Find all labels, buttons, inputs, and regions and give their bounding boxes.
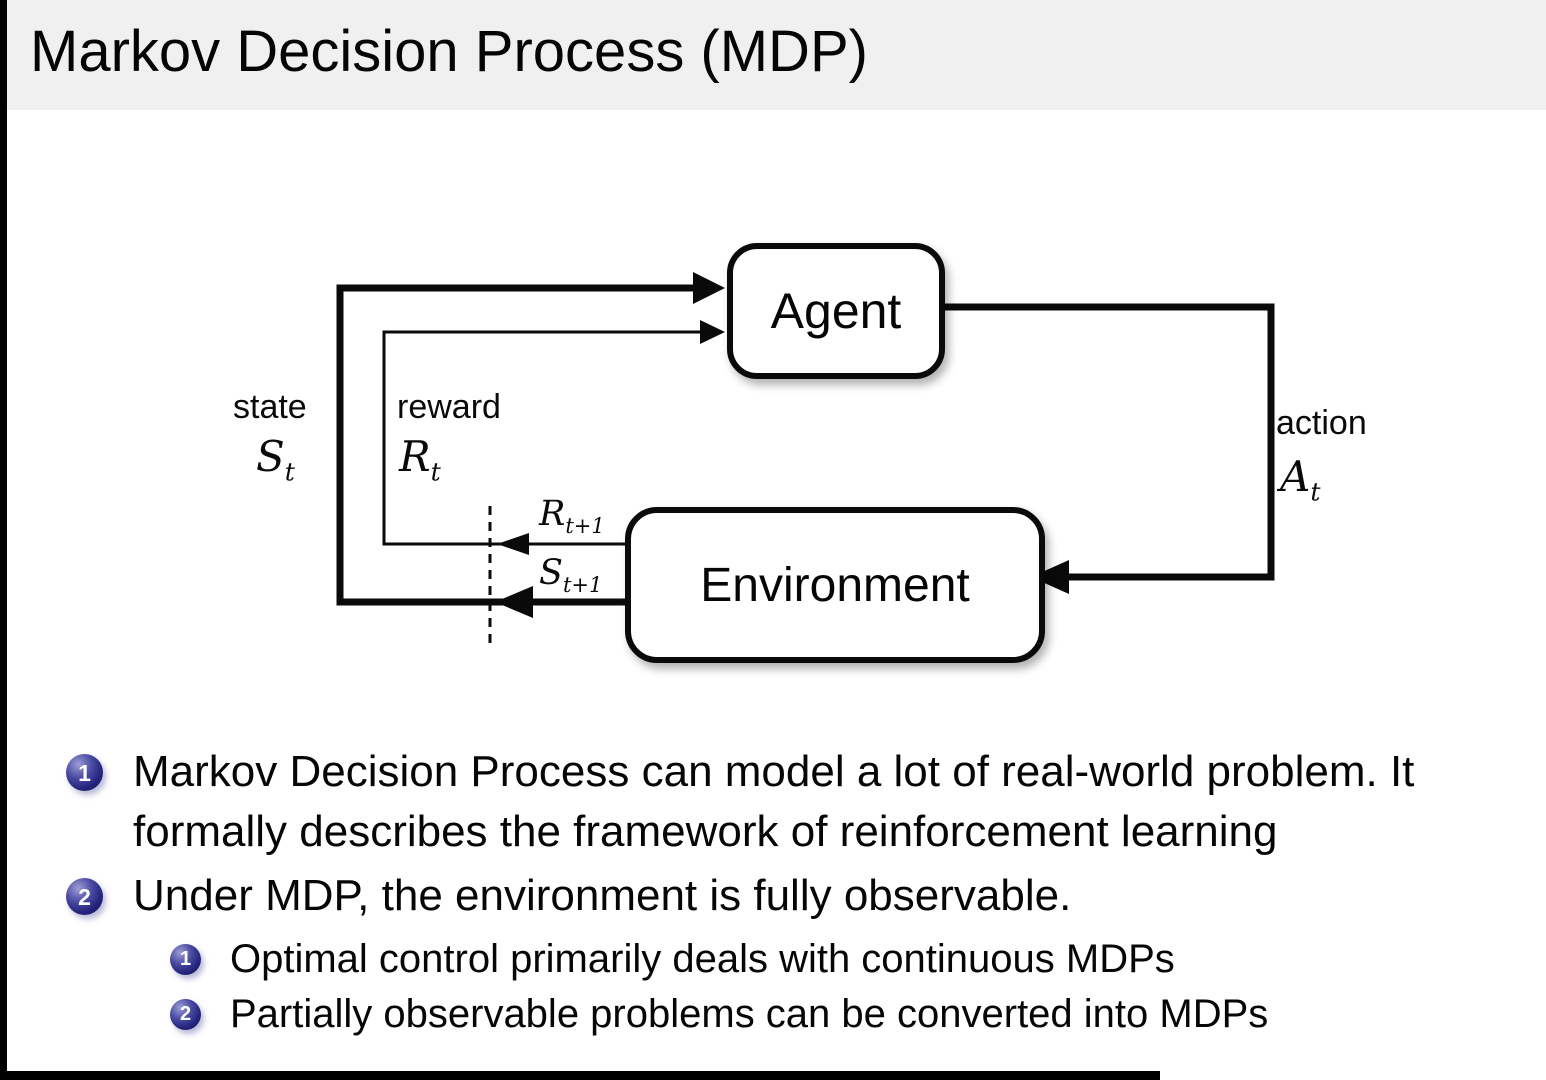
next-state-arrowhead (495, 586, 533, 618)
state-label: state (233, 388, 307, 426)
bullet-text: Markov Decision Process can model a lot … (133, 747, 1415, 856)
sub-bullet-list: 1 Optimal control primarily deals with c… (66, 932, 1516, 1042)
bullet-text: Under MDP, the environment is fully obse… (133, 871, 1072, 920)
next-reward-symbol-letter: R (539, 494, 566, 534)
sub-bullet-item: 1 Optimal control primarily deals with c… (170, 932, 1516, 987)
action-symbol-letter: A (1280, 452, 1311, 501)
next-state-symbol-letter: S (539, 553, 563, 593)
state-symbol-letter: S (256, 432, 285, 481)
action-symbol-subscript: t (1310, 477, 1321, 507)
reward-symbol-subscript: t (430, 457, 441, 487)
action-symbol: At (1280, 452, 1320, 506)
agent-label: Agent (770, 283, 902, 339)
sub-bullet-number-ball: 1 (170, 944, 201, 975)
slide-title: Markov Decision Process (MDP) (30, 19, 868, 84)
title-bar (0, 0, 1546, 110)
reward-arrowhead-into-agent (700, 320, 725, 344)
reward-label: reward (397, 388, 501, 426)
next-state-symbol-subscript: t+1 (562, 573, 603, 597)
sub-bullet-number-ball: 2 (170, 999, 201, 1030)
environment-box: Environment (625, 507, 1045, 663)
sub-bullet-text: Optimal control primarily deals with con… (230, 937, 1175, 981)
bullet-number-ball: 2 (66, 878, 103, 915)
agent-box: Agent (727, 243, 945, 379)
action-label: action (1276, 404, 1367, 442)
reward-symbol: Rt (399, 432, 441, 486)
next-reward-symbol-subscript: t+1 (565, 514, 605, 538)
state-symbol: St (256, 432, 295, 486)
reward-symbol-letter: R (399, 432, 431, 481)
sub-bullet-item: 2 Partially observable problems can be c… (170, 987, 1516, 1042)
environment-label: Environment (700, 558, 970, 612)
sub-bullet-text: Partially observable problems can be con… (230, 992, 1269, 1036)
bullet-list: 1 Markov Decision Process can model a lo… (66, 742, 1516, 1042)
next-reward-arrowhead (497, 533, 529, 555)
state-symbol-subscript: t (284, 457, 295, 487)
bullet-item: 1 Markov Decision Process can model a lo… (66, 742, 1516, 862)
state-arrowhead-into-agent (693, 272, 725, 304)
screen-bottom-black-edge (0, 1071, 1160, 1080)
bullet-item: 2 Under MDP, the environment is fully ob… (66, 866, 1516, 926)
bullet-number-ball: 1 (66, 754, 103, 791)
next-state-symbol: St+1 (539, 553, 602, 597)
screen-left-black-edge (0, 0, 7, 1080)
next-reward-symbol: Rt+1 (539, 494, 605, 538)
